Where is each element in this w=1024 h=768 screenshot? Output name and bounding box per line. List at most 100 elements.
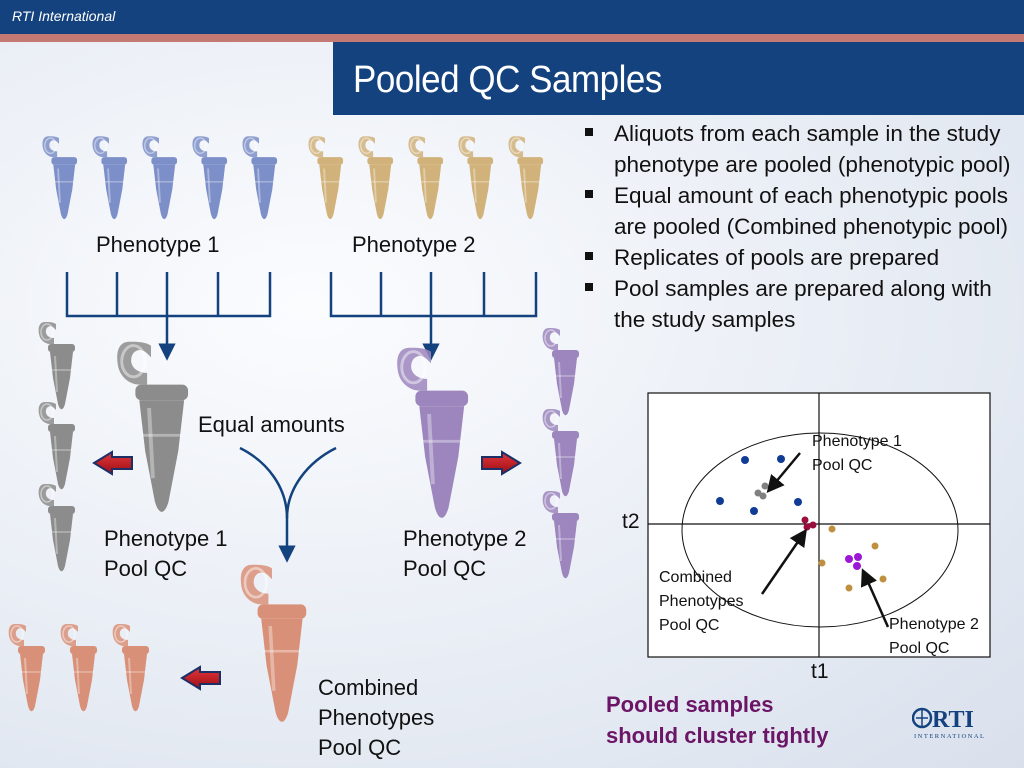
- data-point: [828, 525, 836, 533]
- bullet-text: Equal amount of each phenotypic pools ar…: [614, 183, 1009, 239]
- bullet-icon: [585, 128, 593, 136]
- phenotype1-pool-tube: [117, 342, 188, 512]
- footer-line: should cluster tightly: [606, 723, 829, 748]
- red-arrow-left-combined: [180, 665, 221, 691]
- score-plot: [647, 392, 991, 658]
- data-point: [853, 562, 861, 570]
- data-point: [845, 555, 853, 563]
- combined-pool-label: Combined Phenotypes Pool QC: [318, 673, 434, 763]
- bullet-text: Replicates of pools are prepared: [614, 245, 940, 270]
- bullet-text: Aliquots from each sample in the study p…: [614, 121, 1011, 177]
- grey-tube-icon: [117, 342, 188, 512]
- phenotype1-pool-label: Phenotype 1 Pool QC: [104, 524, 228, 584]
- data-point: [803, 523, 811, 531]
- label-line: Pool QC: [104, 556, 188, 581]
- pooling-bracket-1: [65, 272, 272, 361]
- label-line: Phenotype 1: [104, 526, 228, 551]
- label-line: Pool QC: [659, 617, 720, 634]
- bullet-list: Aliquots from each sample in the study p…: [582, 118, 1012, 335]
- bullet-icon: [585, 190, 593, 198]
- purple-tube-icon: [397, 348, 468, 518]
- data-point: [854, 553, 862, 561]
- arrow-left-icon: [180, 665, 221, 691]
- bullet-item: Equal amount of each phenotypic pools ar…: [582, 180, 1012, 242]
- blue-tube-icon: [241, 135, 278, 221]
- accent-stripe: [0, 34, 1024, 42]
- title-banner: Pooled QC Samples: [333, 42, 1024, 115]
- bullet-item: Pool samples are prepared along with the…: [582, 273, 1012, 335]
- grey-tube-icon: [37, 400, 76, 491]
- gold-tube-icon: [457, 135, 494, 221]
- gold-tube-icon: [507, 135, 544, 221]
- phenotype1-label: Phenotype 1: [96, 232, 220, 257]
- phenotype1-samples: [716, 455, 802, 515]
- label-line: Phenotypes: [659, 593, 744, 610]
- salmon-tube-icon: [7, 622, 46, 713]
- bullet-text: Pool samples are prepared along with the…: [614, 276, 992, 332]
- data-point: [761, 482, 769, 490]
- data-point: [809, 521, 817, 529]
- blue-tube-icon: [91, 135, 128, 221]
- red-arrow-left-1: [92, 450, 133, 476]
- data-point: [879, 575, 887, 583]
- org-name: RTI International: [12, 8, 116, 24]
- pointer-arrow-combined: [760, 528, 807, 595]
- rti-logo-icon: RTI INTERNATIONAL: [911, 707, 986, 740]
- phenotype2-replicates: [541, 326, 580, 580]
- top-bar: RTI International: [0, 0, 1024, 34]
- purple-tube-icon: [541, 326, 580, 417]
- pointer-arrow-p2: [860, 568, 890, 628]
- x-axis-label: t1: [811, 660, 829, 683]
- gold-tube-icon: [407, 135, 444, 221]
- blue-tube-icon: [141, 135, 178, 221]
- bullet-item: Aliquots from each sample in the study p…: [582, 118, 1012, 180]
- gold-tube-icon: [307, 135, 344, 221]
- label-line: Pool QC: [889, 640, 950, 657]
- page-title: Pooled QC Samples: [353, 59, 662, 101]
- blue-tube-icon: [41, 135, 78, 221]
- data-point: [871, 542, 879, 550]
- equal-amounts-label: Equal amounts: [198, 412, 345, 437]
- logo-subtext: INTERNATIONAL: [914, 733, 986, 740]
- merge-arrows: [239, 446, 337, 563]
- data-point: [750, 507, 758, 515]
- label-line: Phenotype 2: [889, 616, 979, 633]
- phenotype2-label: Phenotype 2: [352, 232, 476, 257]
- bullet-icon: [585, 283, 593, 291]
- label-line: Combined: [659, 569, 732, 586]
- salmon-tube-icon: [59, 622, 98, 713]
- bullet-icon: [585, 252, 593, 260]
- label-line: Pool QC: [403, 556, 487, 581]
- phenotype1-tubes: [41, 135, 278, 221]
- phenotype2-pool-label: Phenotype 2 Pool QC: [403, 524, 527, 584]
- logo-text: RTI: [932, 707, 974, 733]
- phenotype2-pool-points: [845, 553, 862, 570]
- data-point: [759, 492, 767, 500]
- red-arrow-right-2: [481, 450, 522, 476]
- data-point: [716, 497, 724, 505]
- gold-tube-icon: [357, 135, 394, 221]
- purple-tube-icon: [541, 407, 580, 498]
- y-axis-label: t2: [622, 510, 640, 533]
- phenotype2-samples: [818, 525, 887, 592]
- data-point: [801, 516, 809, 524]
- bullet-item: Replicates of pools are prepared: [582, 242, 1012, 273]
- purple-tube-icon: [541, 489, 580, 580]
- data-point: [777, 455, 785, 463]
- label-line: Phenotypes: [318, 705, 435, 730]
- plot-label-p1: Phenotype 1 Pool QC: [812, 430, 902, 478]
- pointer-arrow-p1: [766, 452, 801, 494]
- blue-tube-icon: [191, 135, 228, 221]
- data-point: [741, 456, 749, 464]
- data-point: [794, 498, 802, 506]
- footer-line: Pooled samples: [606, 692, 774, 717]
- phenotype1-replicates: [37, 320, 76, 573]
- pooling-bracket-2: [329, 272, 538, 361]
- salmon-tube-icon: [238, 562, 308, 724]
- plot-label-combined: Combined Phenotypes Pool QC: [659, 566, 744, 638]
- label-line: Combined: [318, 675, 419, 700]
- grey-tube-icon: [37, 482, 76, 573]
- combined-pool-tube: [238, 562, 308, 724]
- confidence-ellipse: [681, 432, 959, 628]
